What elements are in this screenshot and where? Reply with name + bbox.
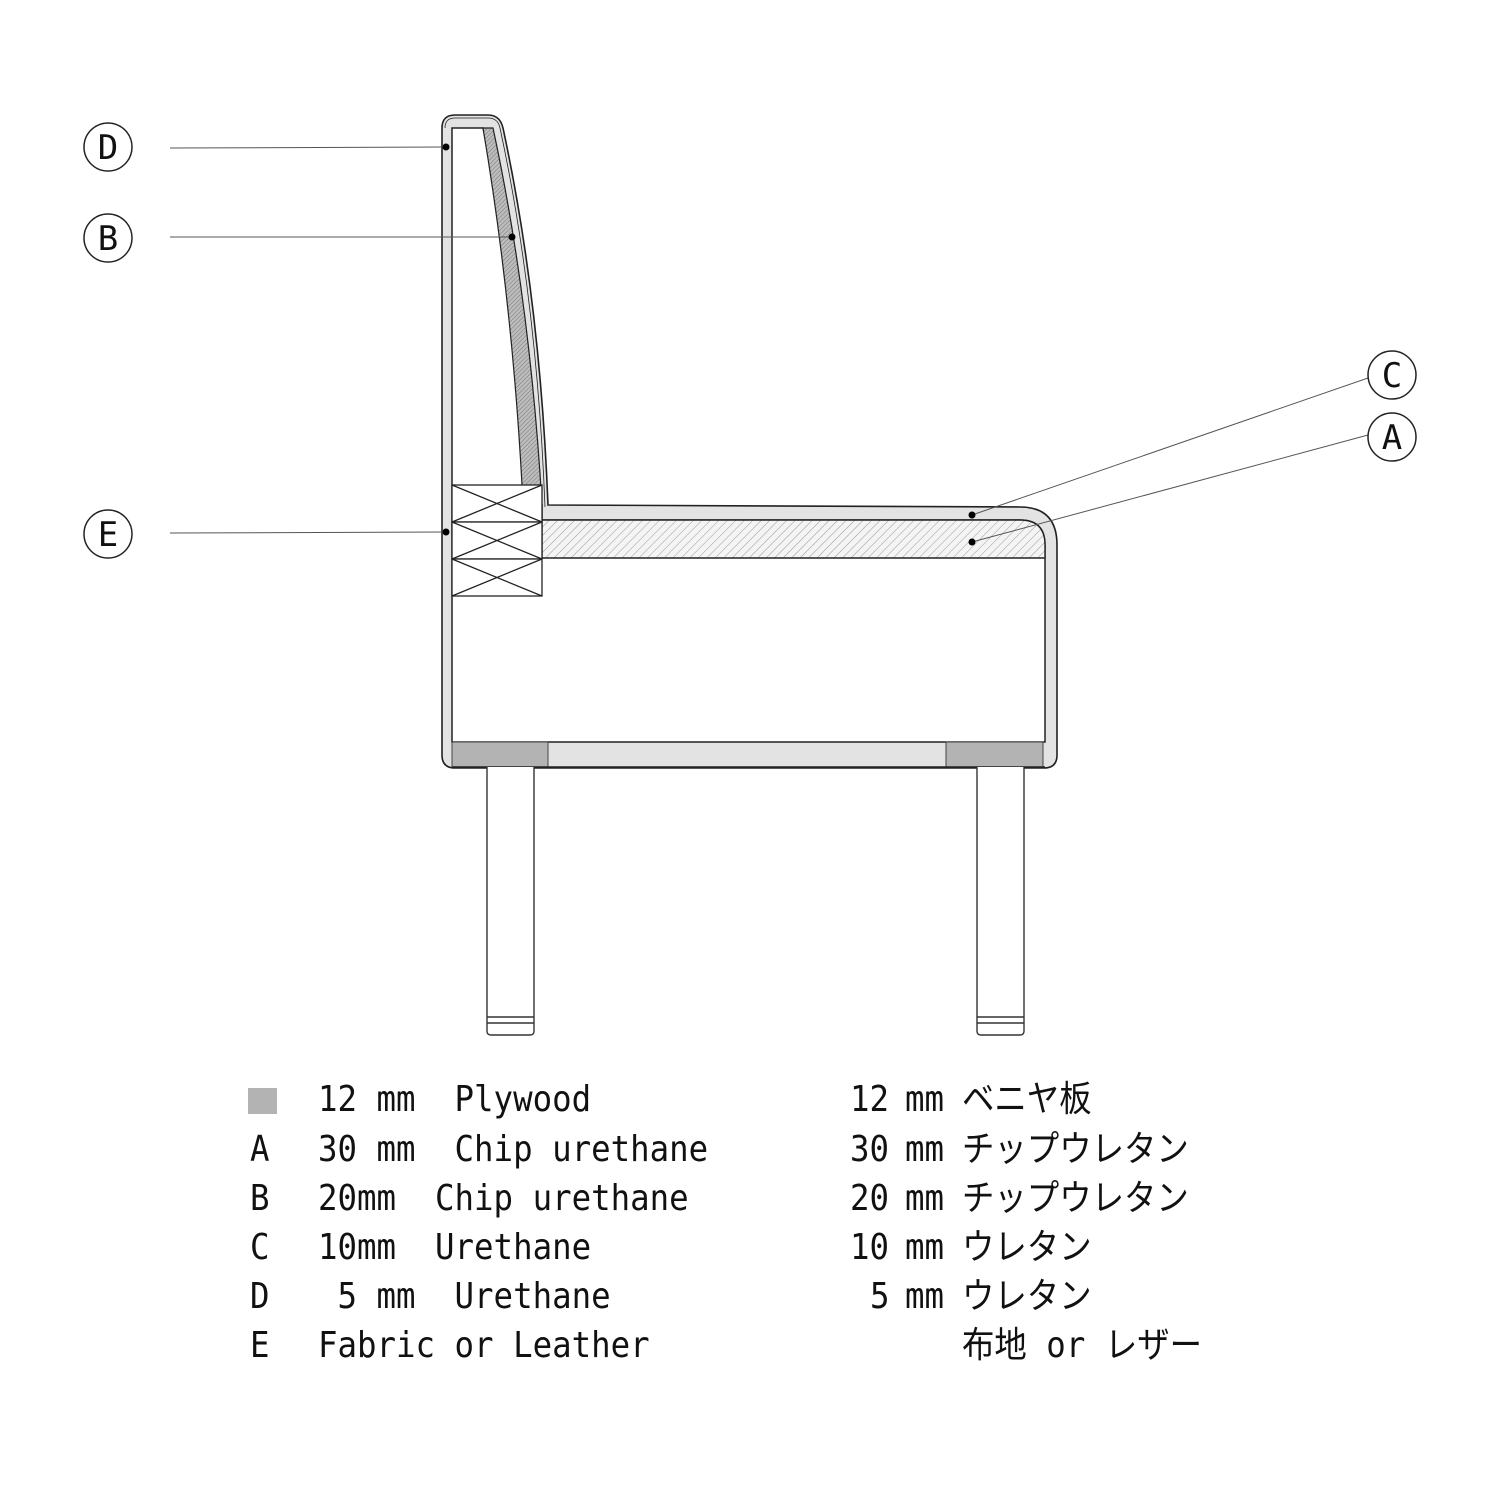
legend-en: 30 mm Chip urethane xyxy=(318,1129,709,1170)
callout-b-label: B xyxy=(98,219,118,259)
plywood-block-right xyxy=(945,741,1044,768)
legend-ja: ウレタン xyxy=(962,1276,1092,1317)
legend-ja-num: 12 xyxy=(850,1079,890,1120)
legend-key: B xyxy=(250,1178,270,1219)
legend-en: Fabric or Leather xyxy=(318,1325,650,1366)
legend-key: C xyxy=(250,1227,270,1268)
legend-ja-num: 10 xyxy=(850,1227,890,1268)
legend-en: 5 mm Urethane xyxy=(318,1276,611,1317)
legend-en: 20mm Chip urethane xyxy=(318,1178,689,1219)
legend-ja-unit: mm xyxy=(905,1276,945,1317)
legend-ja-unit: mm xyxy=(905,1227,945,1268)
callout-a xyxy=(1367,412,1417,462)
callout-b xyxy=(83,213,133,263)
leader-dots xyxy=(442,143,976,546)
callout-d-label: D xyxy=(98,128,118,168)
legend-ja-num: 30 xyxy=(850,1129,890,1170)
legend-key: E xyxy=(250,1325,270,1366)
legend-ja-num: 5 xyxy=(870,1276,890,1317)
callout-d xyxy=(83,122,133,172)
callout-e-label: E xyxy=(98,515,118,555)
legend-key: A xyxy=(250,1129,270,1170)
callout-c-label: C xyxy=(1382,356,1402,396)
legend-ja-unit: mm xyxy=(905,1129,945,1170)
leg-left xyxy=(486,767,535,1036)
legend-en: 12 mm Plywood xyxy=(318,1079,592,1120)
leader-lines xyxy=(169,146,1369,543)
leg-right xyxy=(976,767,1025,1036)
wood-frame-blocks xyxy=(451,484,543,597)
legend-ja: ベニヤ板 xyxy=(962,1079,1092,1120)
legend-ja-unit: mm xyxy=(905,1178,945,1219)
callout-a-label: A xyxy=(1382,418,1402,458)
legend-ja: 布地 or レザー xyxy=(962,1325,1203,1366)
legend-ja: チップウレタン xyxy=(962,1178,1189,1219)
legend-ja: チップウレタン xyxy=(962,1129,1189,1170)
callout-e xyxy=(83,509,133,559)
legend-en: 10mm Urethane xyxy=(318,1227,592,1268)
legend-key: D xyxy=(250,1276,270,1317)
layer-a-chip-urethane xyxy=(541,519,1046,559)
legend-ja-unit: mm xyxy=(905,1079,945,1120)
plywood-block-left xyxy=(451,741,549,768)
callout-c xyxy=(1367,350,1417,400)
legend-ja-num: 20 xyxy=(850,1178,890,1219)
plywood-swatch xyxy=(248,1088,277,1114)
legend-ja: ウレタン xyxy=(962,1227,1092,1268)
